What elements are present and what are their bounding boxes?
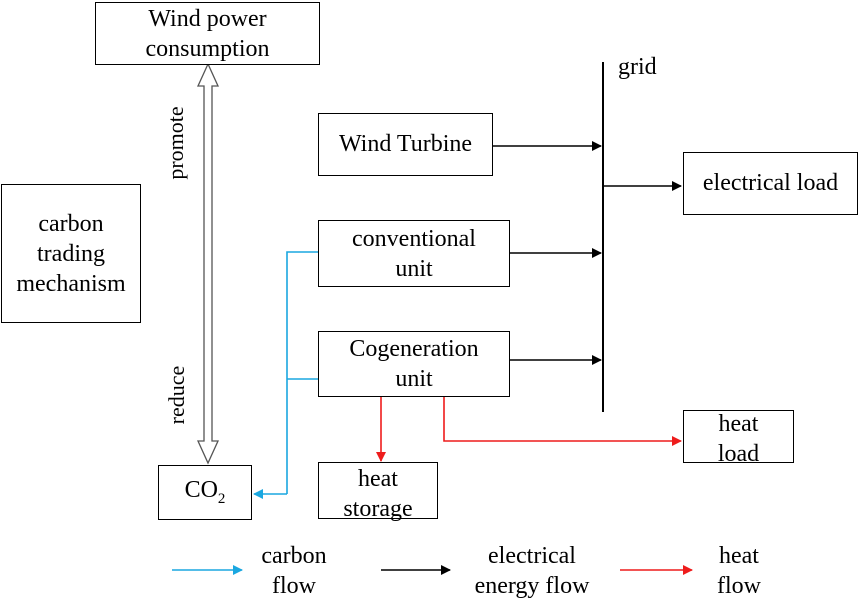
heat-load-line-2: load bbox=[717, 440, 760, 467]
legend-carbon-line-2: flow bbox=[272, 573, 316, 599]
carbon-trading-mechanism-line-3: mechanism bbox=[16, 270, 126, 297]
cogeneration-unit-box: Cogeneration unit bbox=[318, 331, 510, 397]
cogeneration-unit-line-2: unit bbox=[395, 366, 433, 392]
reduce-label: reduce bbox=[164, 365, 189, 425]
conventional-unit-line-1: conventional bbox=[352, 225, 476, 252]
legend-electrical-line-2: energy flow bbox=[474, 573, 590, 599]
co2-label: CO2 bbox=[185, 477, 226, 508]
wind-power-consumption-box: Wind power consumption bbox=[95, 2, 320, 65]
promote-reduce-double-arrow bbox=[196, 62, 220, 465]
conventional-unit-line-2: unit bbox=[395, 255, 433, 282]
cogeneration-unit-line-1: Cogeneration bbox=[349, 336, 479, 362]
co2-base: CO bbox=[184, 477, 218, 504]
heat-storage-line-1: heat bbox=[358, 465, 398, 492]
wind-turbine-label: Wind Turbine bbox=[338, 131, 473, 157]
heat-load-line-1: heat bbox=[718, 410, 759, 437]
legend-heat-line-1: heat bbox=[719, 543, 759, 569]
legend-heat-line-2: flow bbox=[717, 573, 761, 599]
heat-storage-line-2: storage bbox=[343, 495, 413, 522]
electrical-load-label: electrical load bbox=[702, 170, 839, 196]
cogeneration-to-heat-load-arrow bbox=[443, 397, 682, 446]
heat-storage-box: heat storage bbox=[318, 462, 438, 522]
carbon-trading-mechanism-line-1: carbon bbox=[38, 210, 104, 237]
electrical-load-box: electrical load bbox=[683, 152, 858, 215]
heat-load-box: heat load bbox=[683, 410, 794, 467]
conventional-unit-carbon-line bbox=[286, 251, 318, 494]
legend-electrical-label: electrical energy flow bbox=[452, 541, 612, 601]
carbon-trading-mechanism-line-2: trading bbox=[37, 240, 105, 267]
co2-subscript: 2 bbox=[217, 490, 226, 507]
wind-power-consumption-line-2: consumption bbox=[145, 35, 270, 62]
carbon-trading-mechanism-box: carbon trading mechanism bbox=[1, 184, 141, 323]
legend-heat-label: heat flow bbox=[697, 541, 781, 601]
legend-carbon-label: carbon flow bbox=[242, 541, 346, 601]
legend-carbon-line-1: carbon bbox=[261, 543, 327, 569]
wind-turbine-box: Wind Turbine bbox=[318, 113, 493, 176]
grid-label: grid bbox=[618, 54, 657, 80]
co2-box: CO2 bbox=[158, 465, 252, 520]
legend-electrical-line-1: electrical bbox=[488, 543, 576, 569]
wind-power-consumption-line-1: Wind power bbox=[148, 5, 267, 32]
conventional-unit-box: conventional unit bbox=[318, 220, 510, 287]
promote-label: promote bbox=[163, 106, 188, 180]
